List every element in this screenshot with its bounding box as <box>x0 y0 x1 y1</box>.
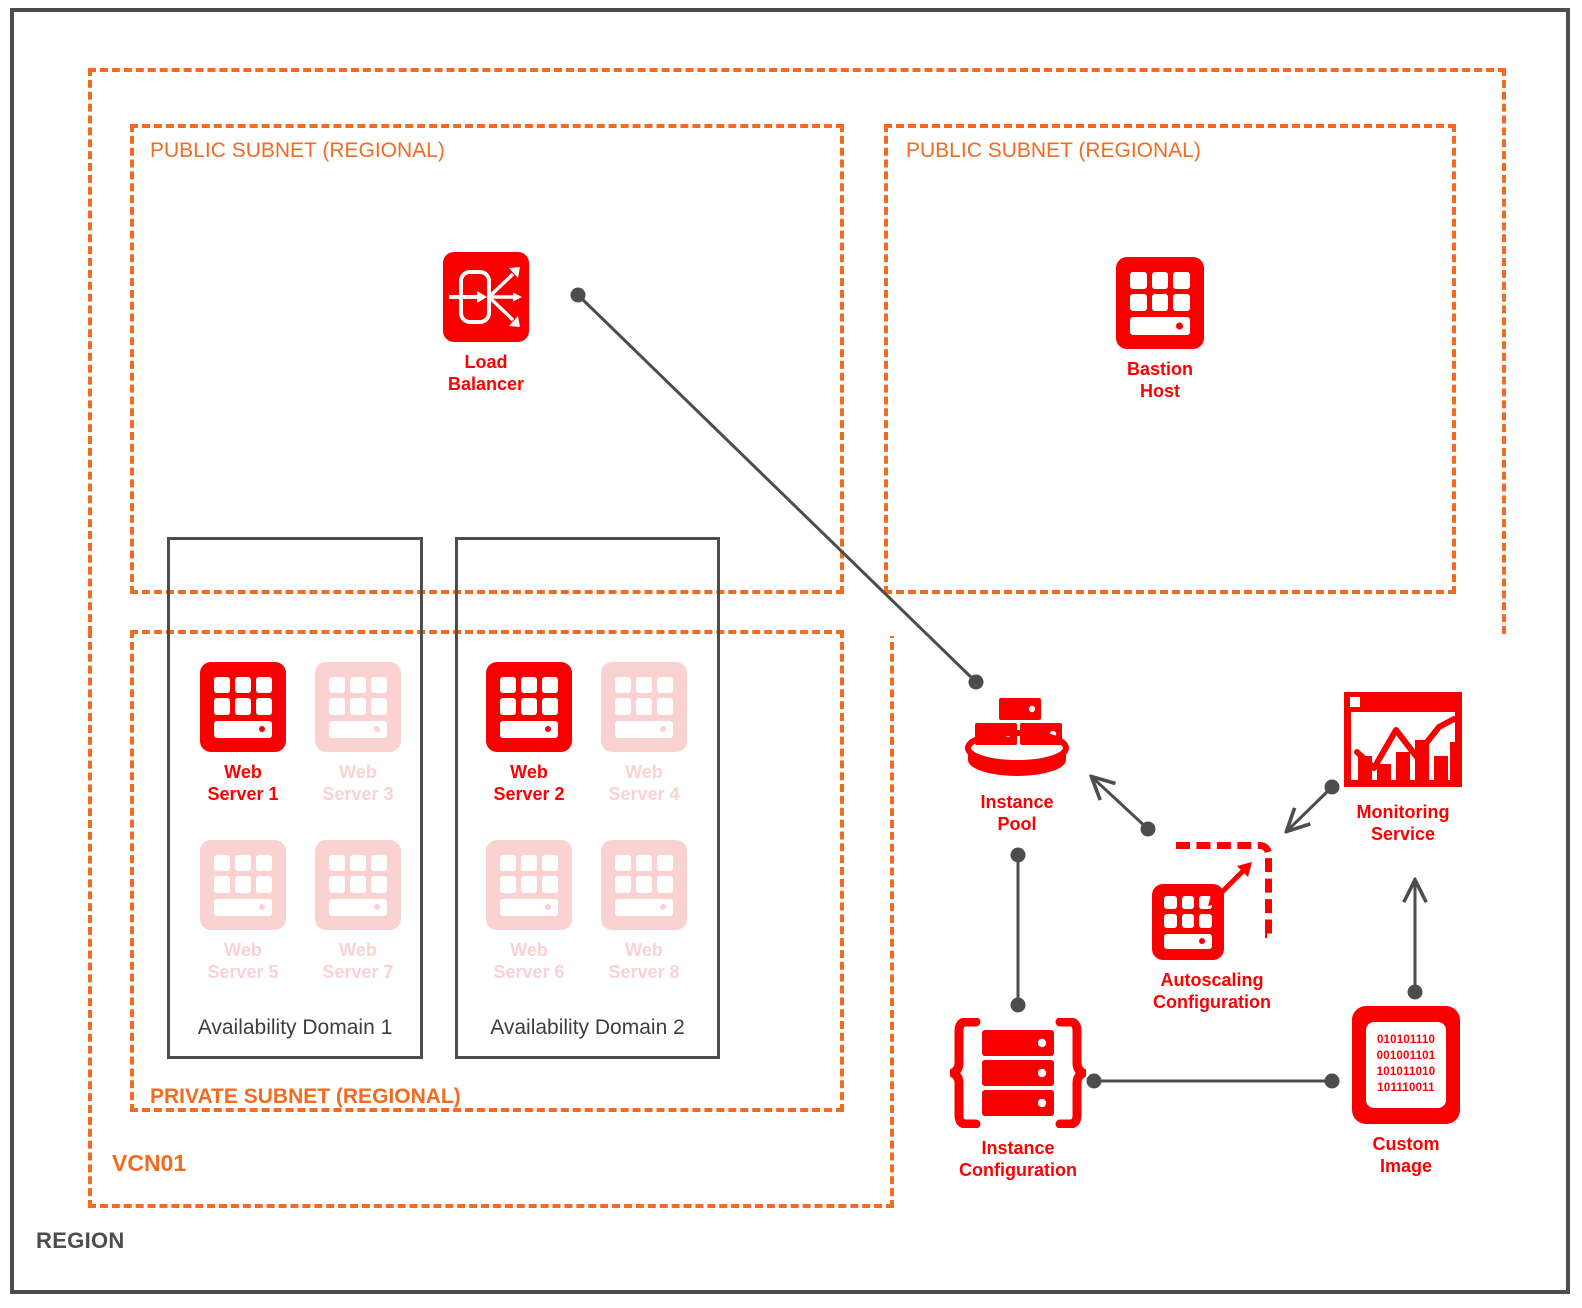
availability-domain-1-box <box>167 537 423 1059</box>
instance-pool-icon <box>965 698 1069 776</box>
vcn-label: VCN01 <box>112 1150 187 1176</box>
web-server-8-label: Web Server 8 <box>608 940 680 982</box>
bastion-host-label: Bastion Host <box>1126 359 1193 401</box>
instance-configuration-icon <box>950 1018 1086 1128</box>
node-web-server-7[interactable]: Web Server 7 <box>315 840 401 984</box>
public-subnet-2-label: PUBLIC SUBNET (REGIONAL) <box>906 139 1201 162</box>
vcn-boundary-bottom <box>88 630 894 1208</box>
instance-pool-label: Instance Pool <box>980 792 1054 834</box>
compute-instance-icon <box>315 840 401 930</box>
private-subnet-boundary <box>130 630 844 1112</box>
instance-configuration-label: Instance Configuration <box>959 1138 1077 1180</box>
public-subnet-1-label: PUBLIC SUBNET (REGIONAL) <box>150 139 445 162</box>
compute-instance-icon <box>486 840 572 930</box>
custom-image-bit-line: 101110011 <box>1377 1081 1435 1094</box>
node-instance-configuration[interactable]: Instance Configuration <box>950 1018 1086 1182</box>
compute-instance-icon <box>315 662 401 752</box>
web-server-6-label: Web Server 6 <box>493 940 565 982</box>
compute-instance-icon <box>601 840 687 930</box>
node-monitoring-service[interactable]: Monitoring Service <box>1340 690 1466 846</box>
node-web-server-3[interactable]: Web Server 3 <box>315 662 401 806</box>
compute-instance-icon <box>200 840 286 930</box>
node-instance-pool[interactable]: Instance Pool <box>958 696 1076 836</box>
web-server-4-label: Web Server 4 <box>608 762 680 804</box>
node-web-server-4[interactable]: Web Server 4 <box>601 662 687 806</box>
availability-domain-1-label: Availability Domain 1 <box>197 1016 393 1039</box>
web-server-1-label: Web Server 1 <box>207 762 279 804</box>
custom-image-label: Custom Image <box>1372 1134 1440 1176</box>
compute-instance-icon <box>486 662 572 752</box>
region-boundary <box>10 8 1570 1294</box>
node-load-balancer[interactable]: Load Balancer <box>443 252 529 396</box>
vcn-boundary-top <box>88 68 1506 634</box>
node-web-server-5[interactable]: Web Server 5 <box>200 840 286 984</box>
custom-image-icon: 010101110 001001101 101011010 101110011 <box>1352 1006 1460 1124</box>
custom-image-bit-line: 101011010 <box>1376 1066 1436 1078</box>
autoscaling-dashed-outline <box>1176 842 1272 938</box>
node-autoscaling-configuration[interactable]: Autoscaling Configuration <box>1152 842 1272 1014</box>
web-server-2-label: Web Server 2 <box>493 762 565 804</box>
node-web-server-8[interactable]: Web Server 8 <box>601 840 687 984</box>
web-server-7-label: Web Server 7 <box>322 940 394 982</box>
load-balancer-label: Load Balancer <box>447 352 525 394</box>
node-web-server-2[interactable]: Web Server 2 <box>486 662 572 806</box>
monitoring-service-label: Monitoring Service <box>1356 802 1450 844</box>
compute-instance-icon <box>1116 257 1204 349</box>
node-web-server-6[interactable]: Web Server 6 <box>486 840 572 984</box>
node-bastion-host[interactable]: Bastion Host <box>1116 257 1204 403</box>
private-subnet-label: PRIVATE SUBNET (REGIONAL) <box>150 1085 461 1108</box>
compute-instance-icon <box>601 662 687 752</box>
monitoring-chart-icon <box>1344 692 1462 787</box>
load-balancer-icon <box>443 252 529 342</box>
custom-image-bit-line: 010101110 <box>1376 1034 1436 1047</box>
node-web-server-1[interactable]: Web Server 1 <box>200 662 286 806</box>
compute-instance-icon <box>200 662 286 752</box>
node-custom-image[interactable]: 010101110 001001101 101011010 101110011 … <box>1352 1006 1460 1178</box>
region-label: REGION <box>36 1228 125 1253</box>
web-server-3-label: Web Server 3 <box>322 762 394 804</box>
web-server-5-label: Web Server 5 <box>207 940 279 982</box>
resize-arrow-icon <box>1208 862 1252 906</box>
custom-image-bit-line: 001001101 <box>1376 1050 1436 1063</box>
autoscaling-configuration-label: Autoscaling Configuration <box>1153 970 1271 1012</box>
autoscaling-icon <box>1152 842 1272 960</box>
availability-domain-2-label: Availability Domain 2 <box>490 1016 685 1039</box>
